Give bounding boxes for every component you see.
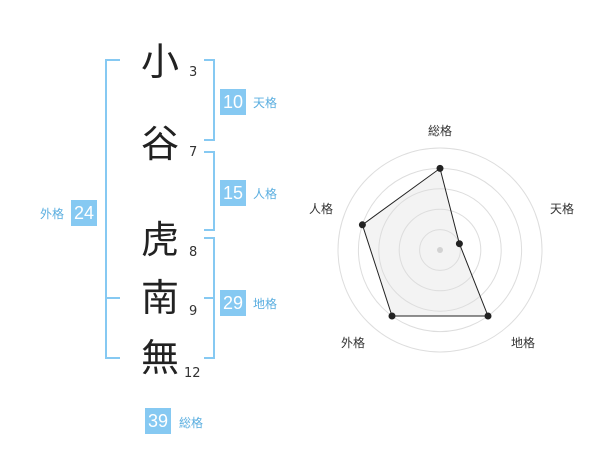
radar-polygon — [361, 167, 489, 317]
radar-chart — [337, 147, 543, 353]
chikaku-label: 地格 — [253, 297, 278, 311]
radar-ring — [419, 229, 461, 271]
chikaku-value: 29 — [220, 290, 247, 316]
name-char-3: 虎 — [140, 218, 179, 262]
tenkaku-label: 天格 — [253, 96, 278, 110]
radar-axis-label-soukaku: 総格 — [428, 124, 453, 138]
gaikaku-label: 外格 — [40, 207, 65, 221]
radar-axis-label-chikaku: 地格 — [511, 336, 536, 350]
soukaku-value: 39 — [145, 408, 172, 434]
radar-axis-label-jinkaku: 人格 — [309, 202, 334, 216]
radar-point-2 — [455, 240, 463, 248]
name-char-4: 南 — [140, 276, 179, 320]
name-char-5: 無 — [140, 336, 179, 380]
radar-center — [437, 247, 443, 253]
stroke-count-5: 12 — [184, 366, 201, 381]
tenkaku-bracket — [204, 59, 215, 141]
radar-point-3 — [484, 312, 492, 320]
tenkaku-value: 10 — [220, 89, 247, 115]
radar-ring — [337, 147, 543, 353]
stroke-count-3: 8 — [189, 245, 198, 260]
radar-axis-label-gaikaku: 外格 — [341, 336, 366, 350]
soukaku-label: 総格 — [179, 416, 204, 430]
jinkaku-label: 人格 — [253, 187, 278, 201]
name-char-2: 谷 — [140, 122, 179, 166]
jinkaku-value: 15 — [220, 180, 247, 206]
radar-point-5 — [358, 221, 366, 229]
gaikaku-bracket — [105, 59, 120, 359]
jinkaku-bracket — [204, 151, 215, 231]
radar-axis-label-tenkaku: 天格 — [550, 202, 575, 216]
stroke-count-2: 7 — [189, 145, 198, 160]
stroke-count-1: 3 — [189, 65, 198, 80]
chikaku-bracket — [204, 237, 215, 359]
stroke-count-4: 9 — [189, 304, 198, 319]
radar-point-1 — [436, 164, 444, 172]
radar-point-4 — [388, 312, 396, 320]
gaikaku-value: 24 — [71, 200, 98, 226]
name-char-1: 小 — [140, 40, 179, 84]
radar-ring — [378, 188, 502, 312]
radar-ring — [398, 208, 482, 292]
